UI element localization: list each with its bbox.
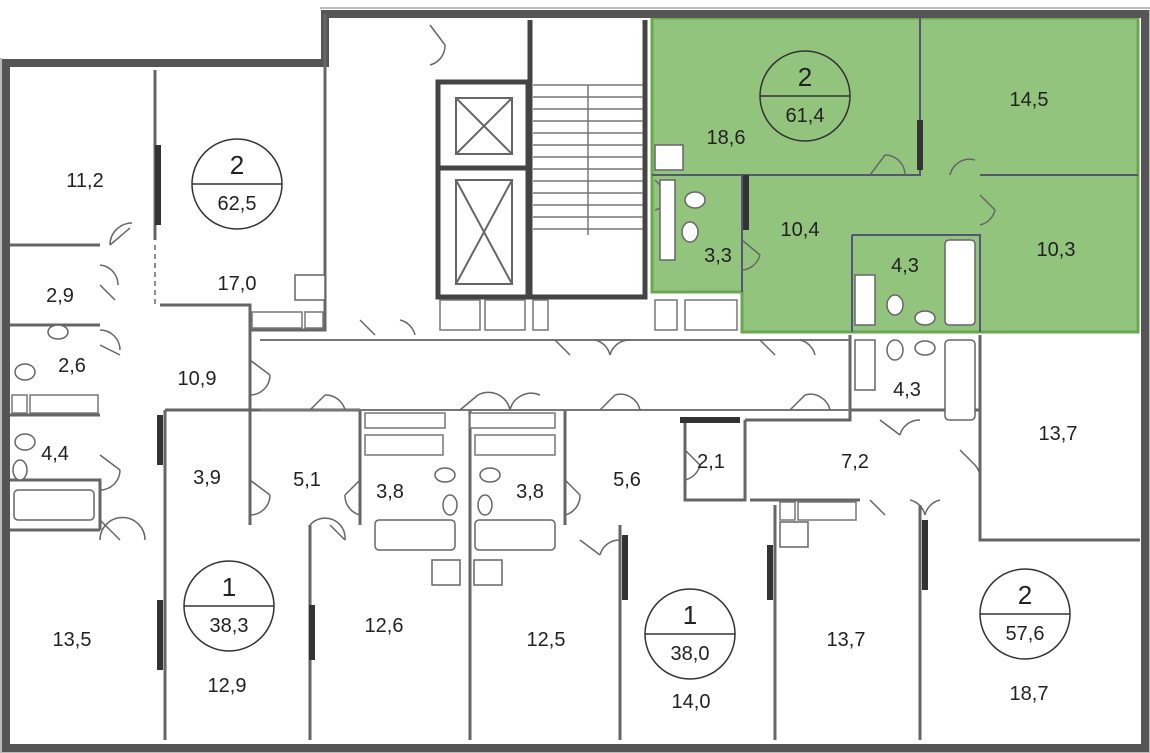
door-swings	[99, 24, 996, 556]
corridor-walls	[260, 339, 850, 411]
room-area-label: 13,7	[1039, 423, 1078, 445]
room-count: 2	[230, 150, 244, 180]
room-area-label: 14,0	[672, 691, 711, 713]
room-area-labels: 11,2 17,0 2,9 2,6 10,9 4,4 3,9 5,1 3,8 3…	[41, 89, 1077, 713]
room-area-label: 11,2	[66, 170, 103, 192]
room-count: 2	[798, 62, 812, 92]
room-count: 2	[1018, 580, 1032, 610]
room-area-label: 4,4	[41, 443, 69, 465]
plumbing-fixtures	[12, 144, 976, 586]
room-area-label: 12,6	[365, 615, 404, 637]
room-area-label: 10,4	[781, 219, 820, 241]
apartment-badge-top-left[interactable]: 2 62,5	[191, 138, 283, 230]
room-area-label: 12,9	[208, 675, 247, 697]
room-area-label: 10,3	[1037, 239, 1076, 261]
apartment-badge-bottom-left[interactable]: 1 38,3	[183, 560, 275, 652]
room-area-label: 5,1	[293, 469, 321, 491]
stair-treads	[533, 84, 643, 235]
room-area-label: 18,6	[707, 127, 746, 149]
apartment-area: 38,0	[671, 643, 710, 665]
room-area-label: 2,6	[58, 355, 86, 377]
room-area-label: 5,6	[613, 469, 641, 491]
apartment-badge-bottom-right[interactable]: 2 57,6	[979, 568, 1071, 660]
room-area-label: 3,3	[704, 245, 732, 267]
stairwell-core	[435, 20, 648, 300]
room-area-label: 10,9	[178, 368, 217, 390]
room-area-label: 3,8	[516, 481, 544, 503]
room-area-label: 17,0	[218, 273, 257, 295]
room-area-label: 3,9	[193, 467, 221, 489]
room-area-label: 3,8	[376, 481, 404, 503]
room-area-label: 2,9	[46, 285, 74, 307]
apartment-badge-top-right[interactable]: 2 61,4	[759, 50, 851, 142]
room-area-label: 4,3	[893, 379, 921, 401]
room-count: 1	[683, 600, 697, 630]
room-area-label: 2,1	[697, 451, 725, 473]
room-area-label: 4,3	[891, 255, 919, 277]
room-area-label: 7,2	[841, 451, 869, 473]
window-frames	[0, 7, 1150, 753]
apartment-area: 57,6	[1006, 623, 1045, 645]
room-area-label: 13,7	[827, 629, 866, 651]
room-area-label: 18,7	[1010, 683, 1049, 705]
room-count: 1	[222, 572, 236, 602]
highlighted-walls	[652, 18, 1138, 332]
apartment-badge-bottom-middle[interactable]: 1 38,0	[644, 588, 736, 680]
room-area-label: 12,5	[527, 629, 566, 651]
apartment-area: 38,3	[210, 615, 249, 637]
room-area-label: 14,5	[1010, 89, 1049, 111]
apartment-area: 61,4	[786, 105, 825, 127]
wardrobes	[11, 299, 857, 521]
apartment-area: 62,5	[218, 193, 257, 215]
elevator-shafts	[455, 97, 513, 285]
partition-walls-dark	[155, 120, 928, 670]
room-area-label: 13,5	[53, 629, 92, 651]
